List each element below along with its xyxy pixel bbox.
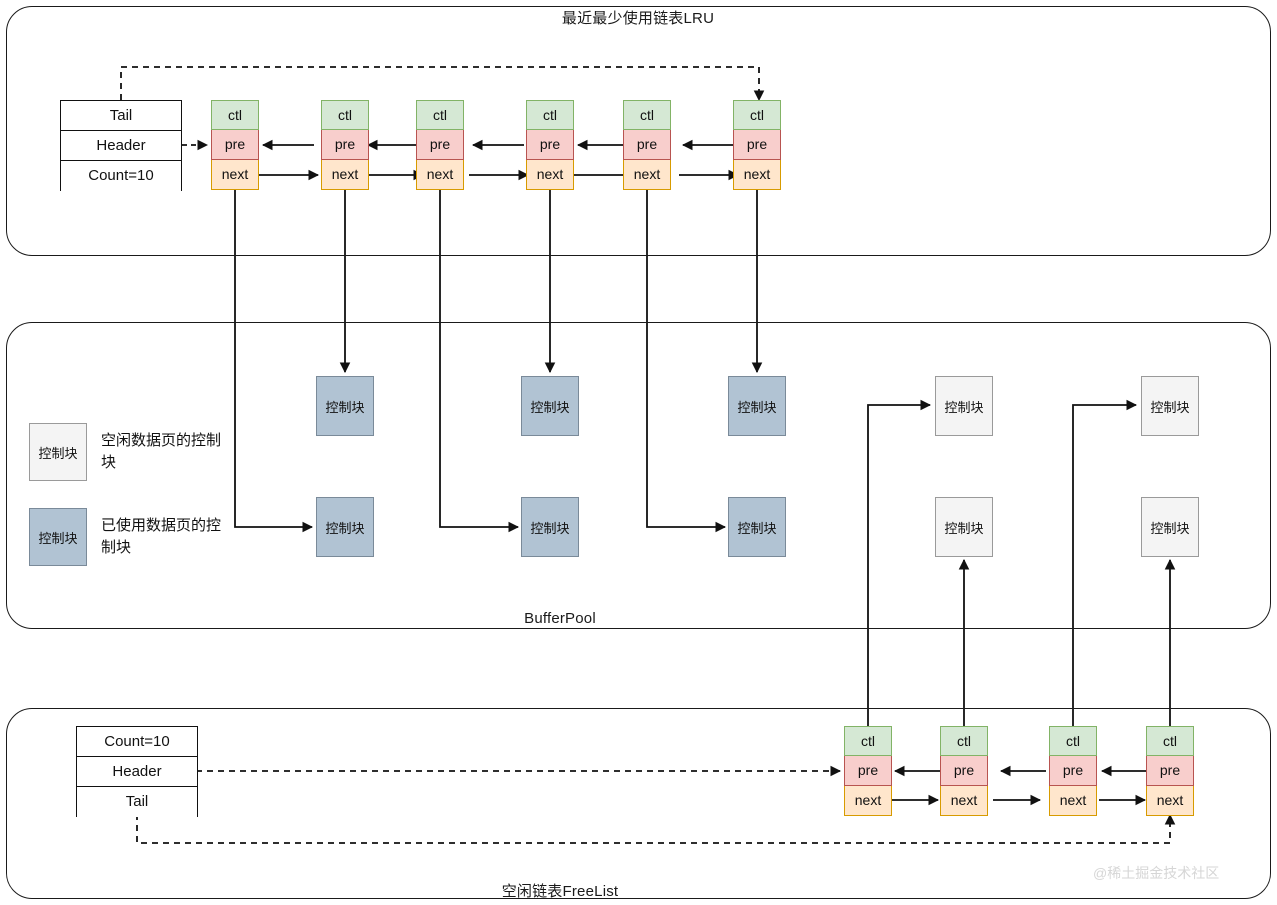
lru-node-6-next: next [733, 160, 781, 190]
freelist-node-3-next: next [1049, 786, 1097, 816]
freelist-node-4-next: next [1146, 786, 1194, 816]
legend-swatch-free: 控制块 [29, 423, 87, 481]
freelist-head-row-header: Header [77, 757, 197, 787]
panel-freelist [6, 708, 1271, 899]
freelist-node-4: ctl pre next [1146, 726, 1194, 816]
lru-node-4: ctl pre next [526, 100, 574, 190]
lru-node-5-pre: pre [623, 130, 671, 160]
lru-head-row-tail: Tail [61, 101, 181, 131]
lru-node-6: ctl pre next [733, 100, 781, 190]
panel-lru-title: 最近最少使用链表LRU [561, 10, 715, 27]
freelist-node-2-ctl: ctl [940, 726, 988, 756]
lru-node-1: ctl pre next [211, 100, 259, 190]
legend-swatch-used: 控制块 [29, 508, 87, 566]
lru-node-4-next: next [526, 160, 574, 190]
freelist-node-4-ctl: ctl [1146, 726, 1194, 756]
lru-node-2-next: next [321, 160, 369, 190]
lru-node-5: ctl pre next [623, 100, 671, 190]
lru-node-2-pre: pre [321, 130, 369, 160]
lru-node-3-pre: pre [416, 130, 464, 160]
buffer-block-used-bottom-3: 控制块 [728, 497, 786, 557]
freelist-node-2-next: next [940, 786, 988, 816]
lru-node-5-next: next [623, 160, 671, 190]
panel-lru [6, 6, 1271, 256]
lru-node-1-ctl: ctl [211, 100, 259, 130]
freelist-node-1-pre: pre [844, 756, 892, 786]
freelist-node-2-pre: pre [940, 756, 988, 786]
freelist-node-3: ctl pre next [1049, 726, 1097, 816]
panel-freelist-title: 空闲链表FreeList [501, 883, 619, 900]
lru-node-3-ctl: ctl [416, 100, 464, 130]
lru-node-4-pre: pre [526, 130, 574, 160]
watermark: @稀土掘金技术社区 [1093, 865, 1220, 881]
freelist-node-3-pre: pre [1049, 756, 1097, 786]
legend-label-free: 空闲数据页的控制块 [101, 432, 222, 471]
buffer-block-free-bottom-1: 控制块 [935, 497, 993, 557]
buffer-block-free-top-1: 控制块 [935, 376, 993, 436]
buffer-block-used-bottom-1: 控制块 [316, 497, 374, 557]
lru-node-2: ctl pre next [321, 100, 369, 190]
legend-label-used: 已使用数据页的控制块 [101, 517, 222, 556]
freelist-node-1-next: next [844, 786, 892, 816]
buffer-block-used-bottom-2: 控制块 [521, 497, 579, 557]
freelist-node-1-ctl: ctl [844, 726, 892, 756]
buffer-block-used-top-2: 控制块 [521, 376, 579, 436]
freelist-node-2: ctl pre next [940, 726, 988, 816]
freelist-node-3-ctl: ctl [1049, 726, 1097, 756]
freelist-node-1: ctl pre next [844, 726, 892, 816]
lru-node-2-ctl: ctl [321, 100, 369, 130]
freelist-head-row-tail: Tail [77, 787, 197, 817]
lru-node-6-ctl: ctl [733, 100, 781, 130]
lru-node-1-next: next [211, 160, 259, 190]
lru-head-row-count: Count=10 [61, 161, 181, 191]
buffer-block-used-top-1: 控制块 [316, 376, 374, 436]
buffer-block-free-bottom-2: 控制块 [1141, 497, 1199, 557]
lru-head-row-header: Header [61, 131, 181, 161]
lru-node-5-ctl: ctl [623, 100, 671, 130]
panel-bufferpool [6, 322, 1271, 629]
freelist-head-box: Count=10 Header Tail [76, 726, 198, 817]
lru-node-1-pre: pre [211, 130, 259, 160]
buffer-block-free-top-2: 控制块 [1141, 376, 1199, 436]
lru-node-6-pre: pre [733, 130, 781, 160]
freelist-node-4-pre: pre [1146, 756, 1194, 786]
lru-node-4-ctl: ctl [526, 100, 574, 130]
lru-node-3: ctl pre next [416, 100, 464, 190]
buffer-block-used-top-3: 控制块 [728, 376, 786, 436]
lru-head-box: Tail Header Count=10 [60, 100, 182, 191]
panel-bufferpool-title: BufferPool [524, 610, 596, 627]
lru-node-3-next: next [416, 160, 464, 190]
freelist-head-row-count: Count=10 [77, 727, 197, 757]
